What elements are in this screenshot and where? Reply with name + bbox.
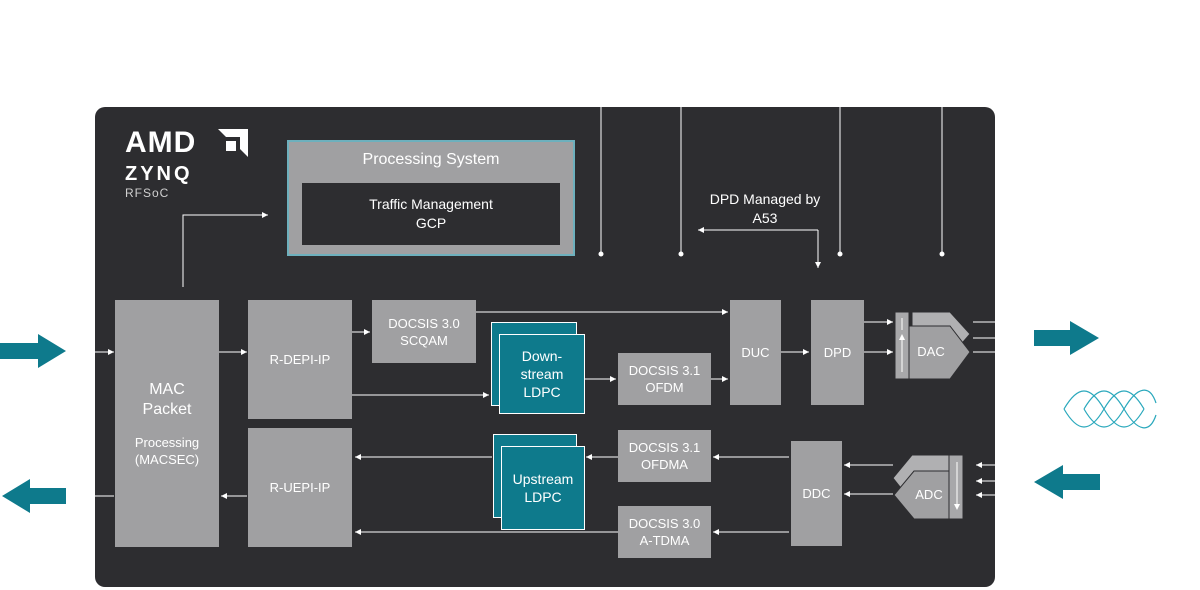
- output-arrow-left: [2, 479, 66, 513]
- dac-label: DAC: [917, 344, 945, 359]
- tx-arrow-right: [1034, 321, 1099, 355]
- processing-system-block: Processing System Traffic Management GCP: [287, 140, 575, 256]
- mac-packet-processing-block: MAC Packet Processing (MACSEC): [115, 300, 219, 547]
- duc-block: DUC: [730, 300, 781, 405]
- docsis30-scqam-block: DOCSIS 3.0 SCQAM: [372, 300, 476, 363]
- scqam-label: DOCSIS 3.0 SCQAM: [388, 315, 460, 348]
- docsis31-ofdm-block: DOCSIS 3.1 OFDM: [618, 353, 711, 405]
- r-depi-ip-block: R-DEPI-IP: [248, 300, 352, 419]
- ddc-block: DDC: [791, 441, 842, 546]
- rfsoc-logo-text: RFSoC: [125, 186, 170, 200]
- dpd-block: DPD: [811, 300, 864, 405]
- input-arrow-right: [0, 334, 66, 368]
- atdma-label: DOCSIS 3.0 A-TDMA: [628, 516, 701, 548]
- traffic-management-block: Traffic Management GCP: [302, 183, 560, 245]
- docsis31-ofdma-block: DOCSIS 3.1 OFDMA: [618, 430, 711, 482]
- duc-label: DUC: [741, 345, 770, 360]
- r-depi-label: R-DEPI-IP: [269, 352, 331, 367]
- adc-label: ADC: [915, 487, 943, 502]
- traffic-management-label: Traffic Management GCP: [369, 196, 493, 231]
- amd-logo-mark: [218, 129, 248, 157]
- upstream-ldpc-label: Upstream LDPC: [512, 471, 574, 505]
- downstream-ldpc-block: Down- stream LDPC: [499, 334, 585, 414]
- mac-to-ps-arrow: [182, 212, 268, 287]
- dpd-label: DPD: [823, 345, 852, 360]
- rf-waveform-icon: [1063, 389, 1157, 429]
- r-uepi-ip-block: R-UEPI-IP: [248, 428, 352, 547]
- rx-arrow-left: [1034, 465, 1100, 499]
- ofdma-label: DOCSIS 3.1 OFDMA: [628, 440, 701, 472]
- mac-title: MAC Packet: [142, 380, 192, 418]
- docsis30-atdma-block: DOCSIS 3.0 A-TDMA: [618, 506, 711, 558]
- ddc-label: DDC: [802, 486, 831, 501]
- ofdm-label: DOCSIS 3.1 OFDM: [628, 363, 701, 395]
- dpd-managed-note: DPD Managed by A53: [709, 191, 821, 226]
- processing-system-title: Processing System: [362, 151, 500, 168]
- r-uepi-label: R-UEPI-IP: [269, 480, 331, 495]
- amd-logo-text: AMD: [125, 126, 197, 159]
- upstream-ldpc-block: Upstream LDPC: [501, 446, 585, 530]
- downstream-ldpc-label: Down- stream LDPC: [520, 348, 564, 400]
- mac-subtitle: Processing (MACSEC): [134, 434, 200, 467]
- zynq-logo-text: ZYNQ: [125, 163, 193, 185]
